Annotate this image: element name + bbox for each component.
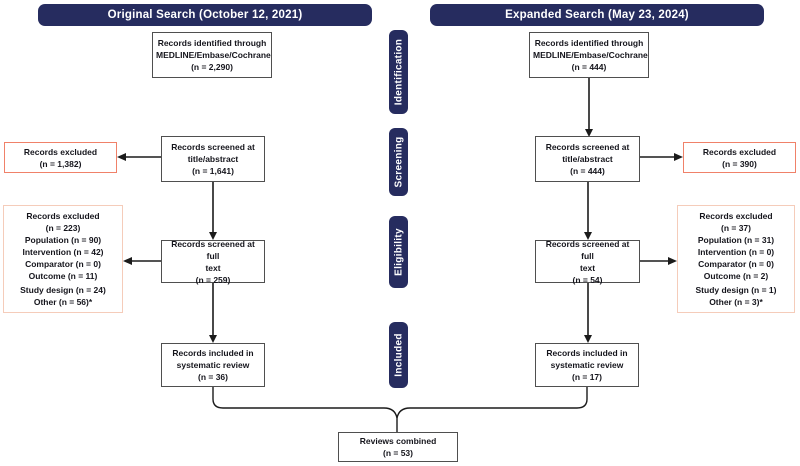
expanded-search-header-label: Expanded Search (May 23, 2024) [505, 9, 689, 21]
expanded-identified-box: Records identified through MEDLINE/Embas… [529, 32, 649, 78]
box-line: systematic review [176, 360, 250, 370]
box-line: text [579, 262, 596, 273]
box-line: Reviews combined [359, 436, 437, 446]
box-line: (n = 259) [195, 274, 231, 285]
box-line: (n = 36) [198, 372, 228, 382]
original-search-header-label: Original Search (October 12, 2021) [107, 9, 303, 21]
original-excluded-title-box: Records excluded (n = 1,382) [4, 142, 117, 173]
box-line: title/abstract [187, 154, 239, 164]
expanded-excluded-title-box: Records excluded (n = 390) [683, 142, 796, 173]
box-line: (n = 1,641) [192, 166, 234, 176]
box-line: (n = 390) [722, 158, 757, 169]
expanded-screened-fulltext-box: Records screened at full text (n = 54) [535, 238, 640, 285]
arrowhead-right-icon [674, 153, 683, 161]
box-line: (n = 444) [570, 166, 605, 176]
box-line: (n = 2,290) [191, 62, 233, 72]
original-search-header: Original Search (October 12, 2021) [38, 4, 372, 26]
box-line: Comparator (n = 0) [25, 259, 101, 269]
box-line: (n = 223) [45, 223, 81, 233]
box-line: Records included in [546, 348, 628, 358]
stage-label-screening: Screening [393, 136, 404, 188]
box-line: Records screened at full [171, 238, 255, 261]
box-line: (n = 444) [571, 62, 607, 72]
box-line: systematic review [550, 360, 624, 370]
box-line: Records identified through [534, 38, 644, 48]
box-line: Outcome (n = 2) [703, 271, 769, 281]
connector-brace-right [396, 387, 588, 419]
expanded-search-header: Expanded Search (May 23, 2024) [430, 4, 764, 26]
stage-pill-included: Included [389, 322, 408, 388]
stage-label-identification: Identification [393, 38, 404, 106]
box-line: Other (n = 56)* [33, 297, 93, 307]
box-line: Records screened at [171, 142, 255, 152]
expanded-screened-title-box: Records screened at title/abstract (n = … [535, 136, 640, 182]
original-included-box: Records included in systematic review (n… [161, 343, 265, 387]
arrowhead-down-icon [585, 129, 593, 137]
box-line: (n = 17) [572, 372, 602, 382]
box-line: Records screened at full [545, 238, 630, 261]
arrowhead-down-icon [584, 232, 592, 240]
original-screened-fulltext-box: Records screened at full text (n = 259) [161, 238, 265, 285]
box-line: MEDLINE/Embase/Cochrane [533, 50, 648, 60]
stage-label-included: Included [393, 333, 404, 377]
expanded-excluded-fulltext-box: Records excluded (n = 37) Population (n … [677, 205, 795, 313]
box-line: Records excluded [699, 211, 773, 221]
original-screened-title-box: Records screened at title/abstract (n = … [161, 136, 265, 182]
original-excluded-fulltext-box: Records excluded (n = 223) Population (n… [3, 205, 123, 313]
reviews-combined-box: Reviews combined (n = 53) [338, 432, 458, 462]
box-line: Population (n = 31) [697, 235, 775, 245]
box-line: Study design (n = 24) [20, 285, 106, 295]
box-line: (n = 37) [721, 223, 751, 233]
arrowhead-left-icon [117, 153, 126, 161]
box-line: Records excluded [702, 146, 777, 157]
box-line: (n = 53) [383, 448, 413, 458]
box-line: (n = 1,382) [39, 158, 82, 169]
box-line: Records included in [172, 348, 254, 358]
box-line: Population (n = 90) [24, 235, 102, 245]
box-line: Records identified through [157, 38, 267, 48]
arrowhead-down-icon [209, 335, 217, 343]
box-line: Intervention (n = 0) [697, 247, 775, 257]
box-line: text [205, 262, 221, 273]
box-line: title/abstract [562, 154, 613, 164]
box-line: Intervention (n = 42) [22, 247, 104, 257]
stage-label-eligibility: Eligibility [393, 228, 404, 276]
box-line: (n = 54) [572, 274, 603, 285]
stage-pill-eligibility: Eligibility [389, 216, 408, 288]
arrowhead-down-icon [584, 335, 592, 343]
arrowhead-right-icon [668, 257, 677, 265]
box-line: MEDLINE/Embase/Cochrane [156, 50, 271, 60]
expanded-included-box: Records included in systematic review (n… [535, 343, 639, 387]
box-line: Records excluded [23, 146, 98, 157]
box-line: Study design (n = 1) [695, 285, 777, 295]
box-line: Other (n = 3)* [709, 297, 763, 307]
original-identified-box: Records identified through MEDLINE/Embas… [152, 32, 272, 78]
arrowhead-left-icon [123, 257, 132, 265]
box-line: Records excluded [26, 211, 100, 221]
arrowhead-down-icon [209, 232, 217, 240]
box-line: Comparator (n = 0) [698, 259, 774, 269]
connector-brace-left [212, 387, 398, 432]
stage-pill-identification: Identification [389, 30, 408, 114]
stage-pill-screening: Screening [389, 128, 408, 196]
box-line: Outcome (n = 11) [28, 271, 98, 281]
box-line: Records screened at [545, 142, 630, 152]
